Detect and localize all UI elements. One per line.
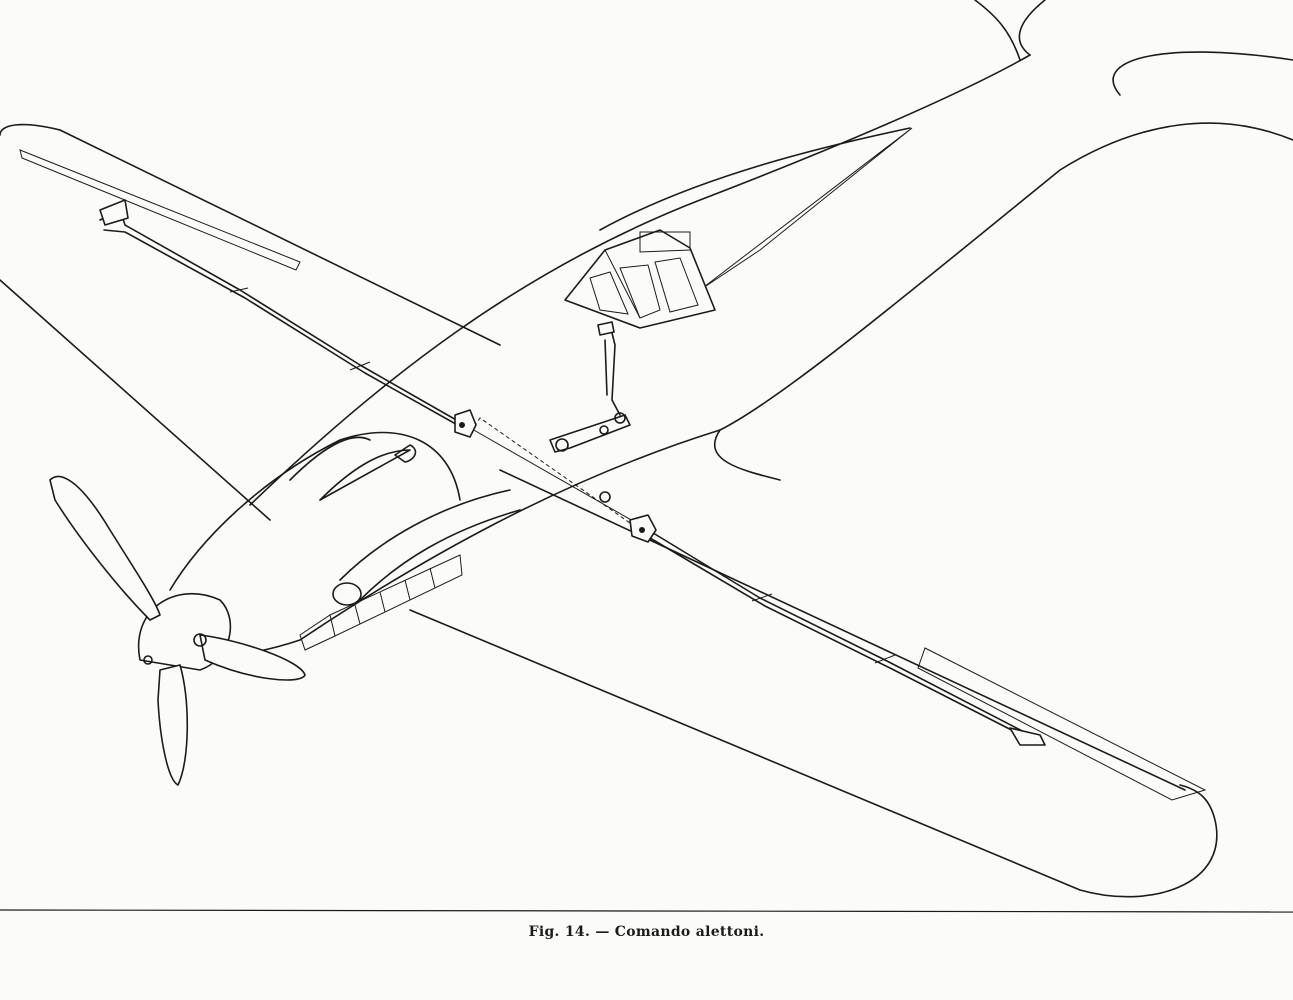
propeller-blade-lower: [157, 664, 189, 786]
left-aileron: [19, 149, 301, 271]
right-wing: [409, 429, 1218, 898]
fuselage: [249, 0, 1293, 641]
propeller-blade-right: [199, 634, 306, 681]
propeller: [49, 475, 306, 786]
fuselage-shading: [699, 127, 913, 291]
propeller-blade-upper: [49, 475, 161, 621]
engine-cowling: [159, 431, 521, 656]
figure-caption: Fig. 14. — Comando alettoni.: [528, 924, 765, 940]
left-pulley-bracket: [454, 409, 477, 438]
aileron-control-rods: [99, 199, 1046, 746]
left-wing: [0, 123, 501, 521]
caption-rule: [0, 909, 1293, 913]
torque-tube: [549, 414, 631, 453]
right-aileron: [917, 647, 1207, 801]
cockpit-canopy: [564, 229, 716, 329]
control-stick: [549, 321, 631, 503]
